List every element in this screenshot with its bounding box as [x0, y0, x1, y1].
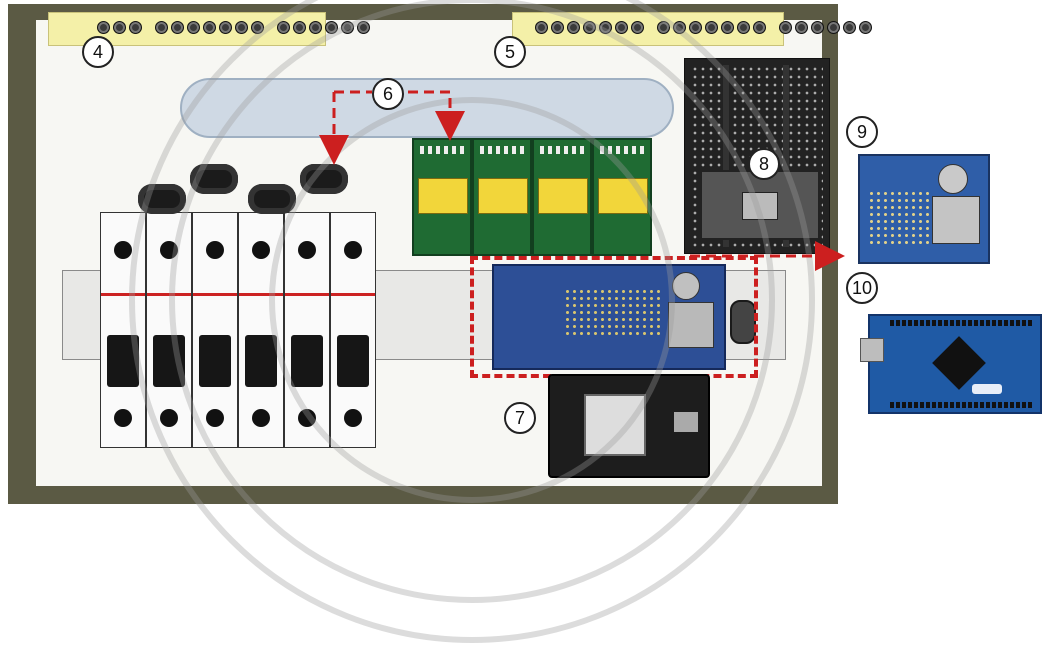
terminal-block-strip-right [512, 12, 784, 46]
breadboard-power-module [700, 170, 820, 240]
circuit-breaker [146, 212, 192, 448]
ct-clamp-sensor [300, 164, 348, 194]
callout-7: 7 [504, 402, 536, 434]
rtc-battery [938, 164, 968, 194]
circuit-breaker [100, 212, 146, 448]
current-sensor-board [532, 138, 592, 256]
power-jack [742, 192, 778, 220]
wire-duct [180, 78, 674, 138]
circuit-breaker [238, 212, 284, 448]
data-logger-shield-detail [858, 154, 990, 264]
current-sensor-board [592, 138, 652, 256]
callout-10: 10 [846, 272, 878, 304]
terminal-screws-left [97, 21, 370, 34]
pin-header [890, 320, 1034, 326]
usb-port [860, 338, 884, 362]
current-sensor-board [412, 138, 472, 256]
terminal-screws-right [535, 21, 872, 34]
callout-9: 9 [846, 116, 878, 148]
sd-card-slot [932, 196, 980, 244]
esp-module [584, 394, 646, 456]
callout-8: 8 [748, 148, 780, 180]
ct-clamp-sensor [138, 184, 186, 214]
callout-6: 6 [372, 78, 404, 110]
ct-clamp-sensor [190, 164, 238, 194]
board-logo [972, 384, 1002, 394]
wifi-module-board [548, 374, 710, 478]
usb-port [674, 412, 698, 432]
arduino-mega-board [868, 314, 1042, 414]
ct-clamp-sensor [248, 184, 296, 214]
microcontroller-chip [932, 336, 986, 390]
callout-4: 4 [82, 36, 114, 68]
circuit-breaker [330, 212, 376, 448]
proto-area [868, 190, 932, 248]
highlight-outline [470, 256, 758, 378]
callout-5: 5 [494, 36, 526, 68]
circuit-breaker [192, 212, 238, 448]
current-sensor-board [472, 138, 532, 256]
circuit-breaker [284, 212, 330, 448]
pin-header [890, 402, 1034, 408]
